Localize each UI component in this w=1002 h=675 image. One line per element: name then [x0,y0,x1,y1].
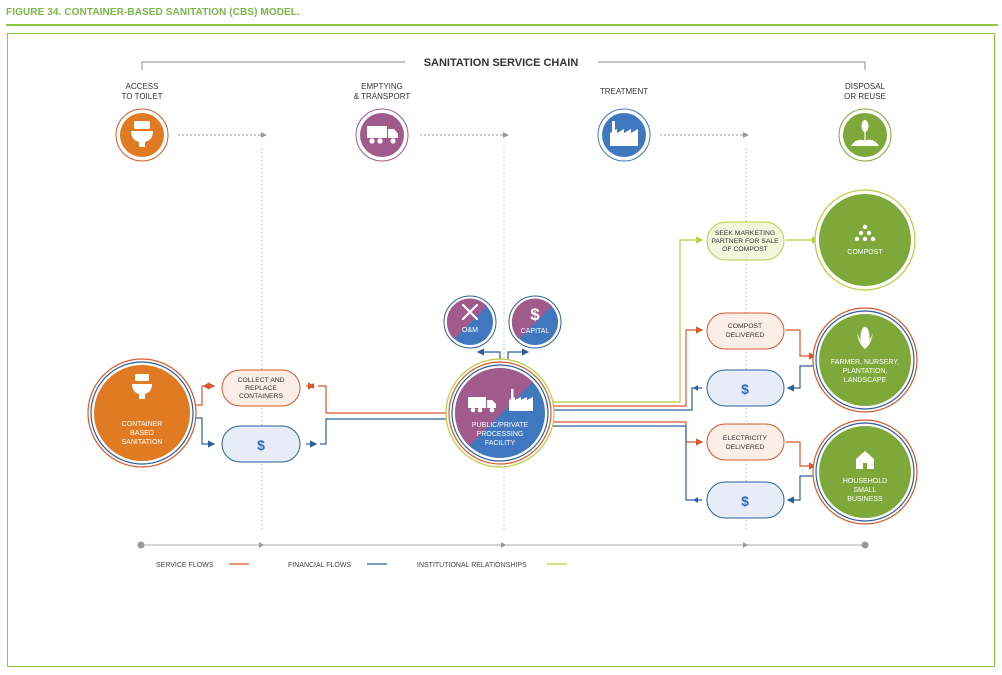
arrow-head-collect-left [203,383,208,389]
node-processing-facility: PUBLIC/PRIVATE PROCESSING FACILITY [445,358,555,468]
seek-label-1: SEEK MARKETING [715,230,775,237]
node-compost-delivered: COMPOST DELIVERED [706,312,785,350]
arrow-head-collect-right [309,383,314,389]
flows-left [196,382,452,448]
household-label-2: SMALL [854,487,877,494]
om-label: O&M [462,327,478,334]
payment-household-label: $ [741,493,749,509]
node-collect-replace-containers: COLLECT AND REPLACE CONTAINERS [221,369,301,407]
title-rule [6,24,998,26]
figure-title: FIGURE 34. CONTAINER-BASED SANITATION (C… [6,7,300,18]
figure-frame [7,33,995,667]
electricity-label-2: DELIVERED [726,444,765,451]
payment-left-label: $ [257,437,265,453]
compost-icon [854,224,876,242]
node-om: O&M [443,295,497,349]
house-icon [856,451,874,469]
compost-delivered-label-2: DELIVERED [726,332,765,339]
collect-label-1: COLLECT AND [237,377,284,384]
stage-label-disposal-2: OR REUSE [844,92,886,101]
household-label-1: HOUSEHOLD [843,478,887,485]
cbs-label-2: BASED [130,430,154,437]
chain-title: SANITATION SERVICE CHAIN [424,57,579,69]
electricity-label-1: ELECTRICITY [723,435,768,442]
stage-icon-access [115,108,169,162]
toilet-icon [131,121,153,147]
stage-label-emptying-2: & TRANSPORT [354,92,411,101]
cbs-label-1: CONTAINER [122,421,163,428]
legend-institutional-label: INSTITUTIONAL RELATIONSHIPS [417,562,527,569]
stage-label-access-1: ACCESS [126,82,159,91]
tools-icon [461,303,479,321]
stage-icon-treatment [597,108,651,162]
node-compost: COMPOST [814,189,916,291]
truck-icon [468,397,496,413]
cbs-label-3: SANITATION [122,439,163,446]
legend: SERVICE FLOWS FINANCIAL FLOWS INSTITUTIO… [156,562,567,569]
facility-label-2: PROCESSING [477,431,524,438]
stage-label-access-2: TO TOILET [122,92,163,101]
truck-icon [367,126,398,144]
collect-label-2: REPLACE [245,385,277,392]
facility-label-3: FACILITY [485,440,516,447]
stage-icon-emptying [355,108,409,162]
legend-financial-label: FINANCIAL FLOWS [288,562,351,569]
farmer-label-1: FARMER, NURSERY, [831,359,899,366]
node-payment-left: $ [221,425,301,463]
node-capital: $ CAPITAL [508,295,562,349]
node-payment-farmer: $ [706,369,785,407]
stage-label-emptying-1: EMPTYING [361,82,403,91]
payment-farmer-label: $ [741,381,749,397]
bottom-timeline [137,541,869,549]
facility-label-1: PUBLIC/PRIVATE [472,422,528,429]
farmer-label-2: PLANTATION, [843,368,888,375]
node-payment-household: $ [706,481,785,519]
plant-icon [851,120,879,146]
service-chain-header: SANITATION SERVICE CHAIN [141,57,866,70]
farmer-label-3: LANDSCAPE [844,377,887,384]
compost-label: COMPOST [847,249,883,256]
seek-label-2: PARTNER FOR SALE [711,238,779,245]
collect-label-3: CONTAINERS [239,393,284,400]
factory-icon [509,389,533,411]
legend-service-label: SERVICE FLOWS [156,562,214,569]
toilet-icon [132,374,152,399]
node-container-based-sanitation: CONTAINER BASED SANITATION [87,358,197,468]
capital-label: CAPITAL [521,328,550,335]
node-electricity-delivered: ELECTRICITY DELIVERED [706,423,785,461]
household-label-3: BUSINESS [847,496,883,503]
stage-icon-disposal [838,108,892,162]
factory-icon [610,121,638,146]
stage-label-treatment: TREATMENT [600,87,648,96]
compost-delivered-label-1: COMPOST [728,323,762,330]
node-household-small-business: HOUSEHOLD SMALL BUSINESS [812,419,918,525]
node-farmer-nursery: FARMER, NURSERY, PLANTATION, LANDSCAPE [812,307,918,413]
dollar-icon: $ [530,305,540,324]
stage-label-disposal-1: DISPOSAL [845,82,886,91]
stage-separators [261,148,747,530]
seek-label-3: OF COMPOST [722,246,768,253]
node-seek-marketing-partner: SEEK MARKETING PARTNER FOR SALE OF COMPO… [706,221,785,261]
corn-icon [857,327,873,349]
flows-right [546,236,820,504]
